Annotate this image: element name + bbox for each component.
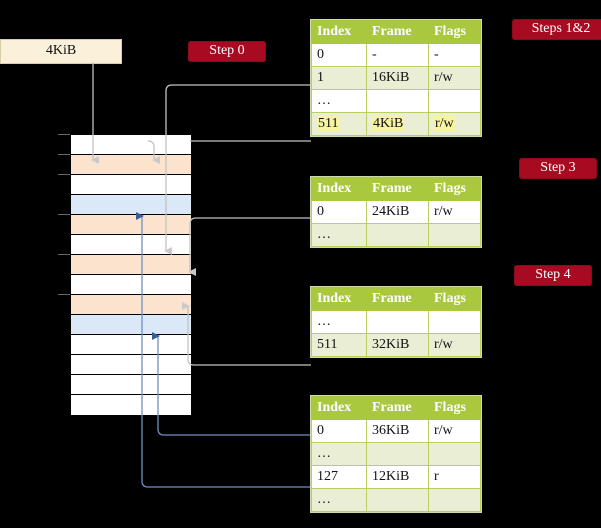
- highlighted-value: 4KiB: [372, 116, 405, 131]
- table-cell: …: [311, 89, 367, 113]
- memory-frame-row: [71, 355, 191, 375]
- table-cell: 4KiB: [366, 112, 429, 136]
- table-row: …: [311, 488, 481, 512]
- table-row: …: [311, 442, 481, 466]
- memory-frame-row: [71, 335, 191, 355]
- step-badge-step0: Step 0: [188, 41, 266, 62]
- table-cell: [366, 89, 429, 113]
- column-header-flags: Flags: [428, 20, 481, 44]
- table-row: …: [311, 89, 481, 113]
- table-cell: [366, 488, 429, 512]
- table-cell: 0: [311, 200, 367, 224]
- source-frame-label: 4KiB: [45, 43, 77, 58]
- column-header-index: Index: [311, 177, 367, 201]
- highlighted-value: 511: [317, 116, 340, 131]
- table-cell: [428, 488, 481, 512]
- memory-frame-row: [71, 135, 191, 155]
- table-cell: 511: [311, 112, 367, 136]
- table-cell: r/w: [428, 66, 481, 90]
- memory-tick: [58, 254, 70, 255]
- physical-memory-column: [70, 134, 191, 415]
- table-cell: [428, 223, 481, 247]
- memory-frame-row: [71, 175, 191, 195]
- memory-frame-row: [71, 255, 191, 275]
- step-badge-step4: Step 4: [514, 265, 592, 286]
- table-cell: …: [311, 442, 367, 466]
- table-row: 511 4KiB r/w: [311, 112, 481, 136]
- memory-frame-row: [71, 275, 191, 295]
- column-header-index: Index: [311, 20, 367, 44]
- memory-frame-row: [71, 215, 191, 235]
- memory-tick: [58, 214, 70, 215]
- memory-frame-row: [71, 395, 191, 415]
- table-row: …: [311, 310, 481, 334]
- table-cell: 127: [311, 465, 367, 489]
- column-header-frame: Frame: [366, 396, 429, 420]
- table-cell: 0: [311, 419, 367, 443]
- column-header-flags: Flags: [428, 177, 481, 201]
- column-header-frame: Frame: [366, 20, 429, 44]
- column-header-flags: Flags: [428, 396, 481, 420]
- table-cell: r/w: [428, 200, 481, 224]
- table-cell: 12KiB: [366, 465, 429, 489]
- table-cell: r/w: [428, 419, 481, 443]
- table-cell: 511: [311, 333, 367, 357]
- table-cell: [428, 442, 481, 466]
- table-cell: 1: [311, 66, 367, 90]
- table-cell: [366, 223, 429, 247]
- table-cell: [428, 310, 481, 334]
- table-cell: 32KiB: [366, 333, 429, 357]
- table-cell: [428, 89, 481, 113]
- table-row: 0--: [311, 43, 481, 67]
- memory-frame-row: [71, 315, 191, 335]
- memory-tick: [58, 134, 70, 135]
- table-row: …: [311, 223, 481, 247]
- table-cell: r/w: [428, 112, 481, 136]
- step-badge-steps12: Steps 1&2: [512, 19, 601, 40]
- table-cell: -: [428, 43, 481, 67]
- memory-frame-row: [71, 235, 191, 255]
- memory-frame-row: [71, 375, 191, 395]
- column-header-frame: Frame: [366, 287, 429, 311]
- table-cell: -: [366, 43, 429, 67]
- source-frame-box: 4KiB: [0, 39, 122, 64]
- table-cell: [366, 310, 429, 334]
- column-header-flags: Flags: [428, 287, 481, 311]
- memory-frame-row: [71, 295, 191, 315]
- table-cell: 36KiB: [366, 419, 429, 443]
- memory-tick: [58, 294, 70, 295]
- memory-tick: [58, 174, 70, 175]
- table-cell: …: [311, 223, 367, 247]
- highlighted-value: r/w: [434, 116, 455, 131]
- table-cell: r: [428, 465, 481, 489]
- table-cell: …: [311, 310, 367, 334]
- table-cell: 0: [311, 43, 367, 67]
- table-cell: …: [311, 488, 367, 512]
- memory-tick: [58, 154, 70, 155]
- column-header-frame: Frame: [366, 177, 429, 201]
- step-badge-step3: Step 3: [519, 158, 597, 179]
- memory-frame-row: [71, 195, 191, 215]
- table-cell: 24KiB: [366, 200, 429, 224]
- table-cell: 16KiB: [366, 66, 429, 90]
- column-header-index: Index: [311, 287, 367, 311]
- table-cell: r/w: [428, 333, 481, 357]
- memory-frame-row: [71, 155, 191, 175]
- table-cell: [366, 442, 429, 466]
- column-header-index: Index: [311, 396, 367, 420]
